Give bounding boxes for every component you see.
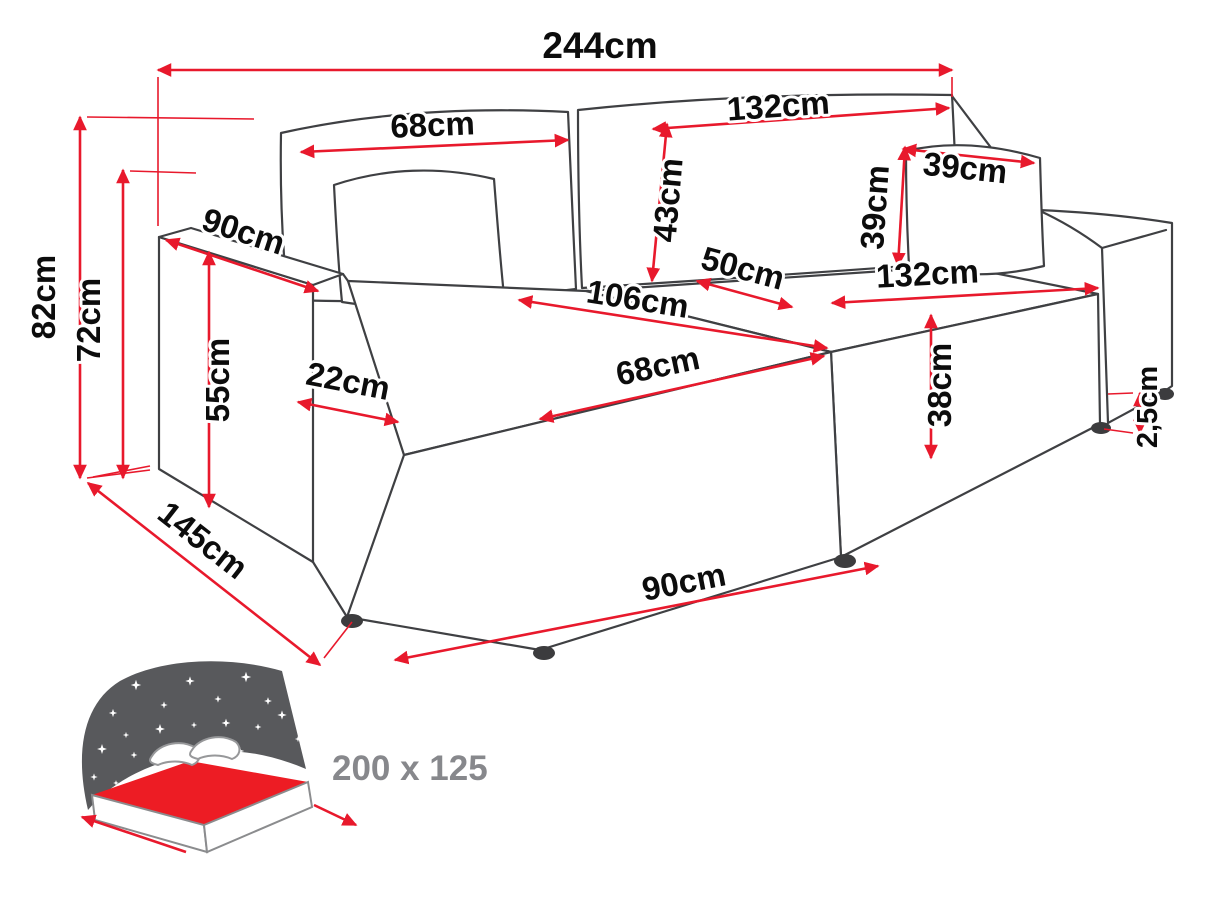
dimension-label: 43cm bbox=[645, 156, 689, 243]
leg-right-back bbox=[1156, 388, 1174, 400]
dimension-label: 244cm bbox=[542, 25, 657, 66]
bed-pillow-right bbox=[189, 736, 241, 761]
sleeping-function-icon bbox=[80, 661, 358, 854]
dimension-line bbox=[164, 237, 320, 294]
leg-chaise-front bbox=[533, 646, 555, 660]
dimension-line bbox=[901, 143, 1036, 169]
dimension-line bbox=[517, 295, 829, 353]
dimension-label: 82cm bbox=[25, 255, 62, 339]
dimension-label: 72cm bbox=[70, 278, 107, 362]
extension-line bbox=[86, 116, 255, 120]
right-armrest-top-edge bbox=[1100, 228, 1168, 250]
dimension-line bbox=[296, 397, 400, 427]
dimension-line bbox=[651, 102, 951, 135]
dim-total-height: 82cm bbox=[22, 115, 255, 480]
extension-line bbox=[92, 465, 151, 478]
leg-seat-front bbox=[834, 554, 856, 568]
dim-backrest-left-width: 68cm bbox=[299, 101, 570, 159]
dimension-line bbox=[695, 277, 794, 311]
dim-seat-width: 132cm bbox=[830, 249, 1100, 310]
dim-pillow-height: 39cm bbox=[850, 145, 912, 268]
bed-unfold-arrow-left bbox=[80, 814, 187, 854]
dimension-line bbox=[86, 481, 322, 667]
left-armrest-inner-edge bbox=[341, 272, 350, 283]
bed-unfold-arrow-right bbox=[313, 803, 358, 827]
dim-seat-front-height: 38cm bbox=[918, 313, 961, 460]
dimension-label: 68cm bbox=[390, 104, 476, 145]
bed-headboard bbox=[81, 661, 306, 810]
extension-line bbox=[129, 170, 197, 174]
dimension-label: 132cm bbox=[875, 252, 980, 294]
dim-leg-height: 2,5cm bbox=[1103, 363, 1167, 451]
extension-line bbox=[1103, 428, 1134, 434]
dimension-label: 38cm bbox=[921, 343, 958, 427]
dimension-line bbox=[299, 133, 570, 159]
extension-line bbox=[1107, 392, 1134, 395]
dimension-line bbox=[393, 561, 880, 665]
leg-right-front bbox=[1091, 422, 1111, 434]
dim-armrest-height: 72cm bbox=[67, 168, 197, 480]
bed-base-side bbox=[202, 780, 314, 854]
dimension-line bbox=[538, 352, 826, 423]
bed-pillow-left bbox=[149, 742, 201, 767]
dimension-label: 132cm bbox=[726, 83, 831, 127]
dim-backrest-height: 43cm bbox=[642, 122, 693, 283]
dimension-label: 39cm bbox=[853, 164, 896, 251]
right-armrest bbox=[1036, 208, 1174, 425]
dimension-line bbox=[830, 281, 1100, 310]
base-left-edge bbox=[311, 560, 349, 619]
dim-seat-height: 55cm bbox=[196, 250, 239, 509]
dimension-label: 55cm bbox=[199, 338, 236, 422]
star-icon bbox=[286, 685, 294, 693]
dimension-line bbox=[891, 145, 912, 268]
bed-size-label: 200 x 125 bbox=[332, 749, 488, 788]
leg-front-left bbox=[341, 614, 363, 628]
dimension-label: 2,5cm bbox=[1132, 366, 1164, 448]
extension-line bbox=[323, 621, 353, 659]
dim-total-width: 244cm bbox=[156, 22, 954, 226]
dimension-line bbox=[646, 122, 673, 283]
